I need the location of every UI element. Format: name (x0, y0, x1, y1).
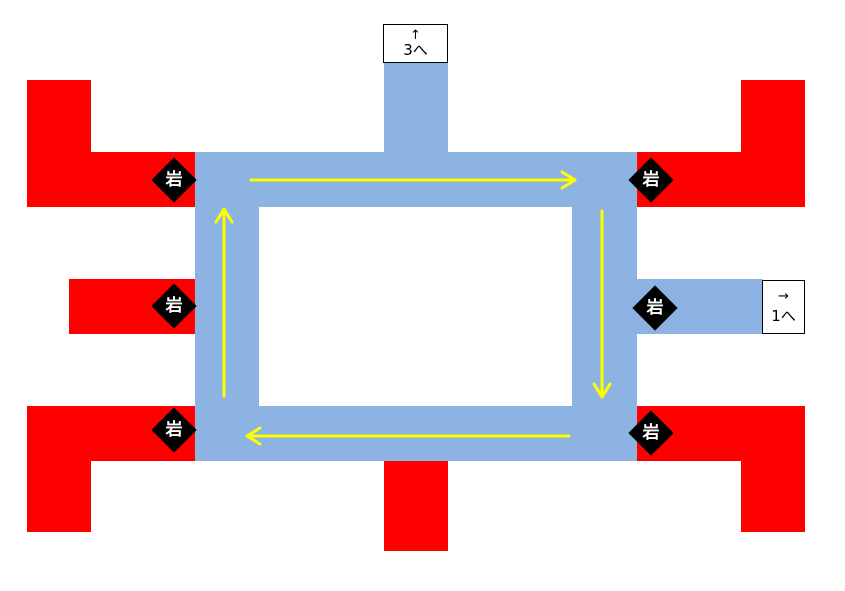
exit-sign-east-label: 1へ (771, 307, 796, 325)
arrow-up-icon: ↑ (410, 28, 421, 43)
rock-marker-bottom-left: 岩 (151, 407, 197, 453)
rock-marker-top-left: 岩 (151, 157, 197, 203)
wall-bottom-right-vertical (741, 406, 805, 532)
exit-sign-north: ↑ 3へ (383, 24, 448, 63)
loop-inner-area (259, 207, 572, 406)
rock-marker-top-right: 岩 (628, 157, 674, 203)
wall-bottom-center (384, 460, 448, 551)
rock-label: 岩 (646, 298, 664, 318)
corridor-north-exit (384, 62, 448, 154)
rock-label: 岩 (165, 170, 183, 190)
exit-sign-north-label: 3へ (403, 41, 428, 59)
rock-marker-mid-right: 岩 (632, 285, 678, 331)
flow-arrow-right (249, 170, 577, 190)
flow-arrow-left (245, 426, 571, 446)
arrow-right-icon: → (778, 289, 789, 304)
rock-marker-mid-left: 岩 (151, 283, 197, 329)
rock-marker-bottom-right: 岩 (628, 410, 674, 456)
exit-sign-east: → 1へ (762, 280, 805, 334)
rock-label: 岩 (642, 170, 660, 190)
flow-arrow-down (592, 209, 612, 399)
wall-bottom-left-vertical (27, 406, 91, 532)
flow-arrow-up (214, 207, 234, 398)
rock-label: 岩 (165, 420, 183, 440)
rock-label: 岩 (165, 296, 183, 316)
rock-label: 岩 (642, 423, 660, 443)
